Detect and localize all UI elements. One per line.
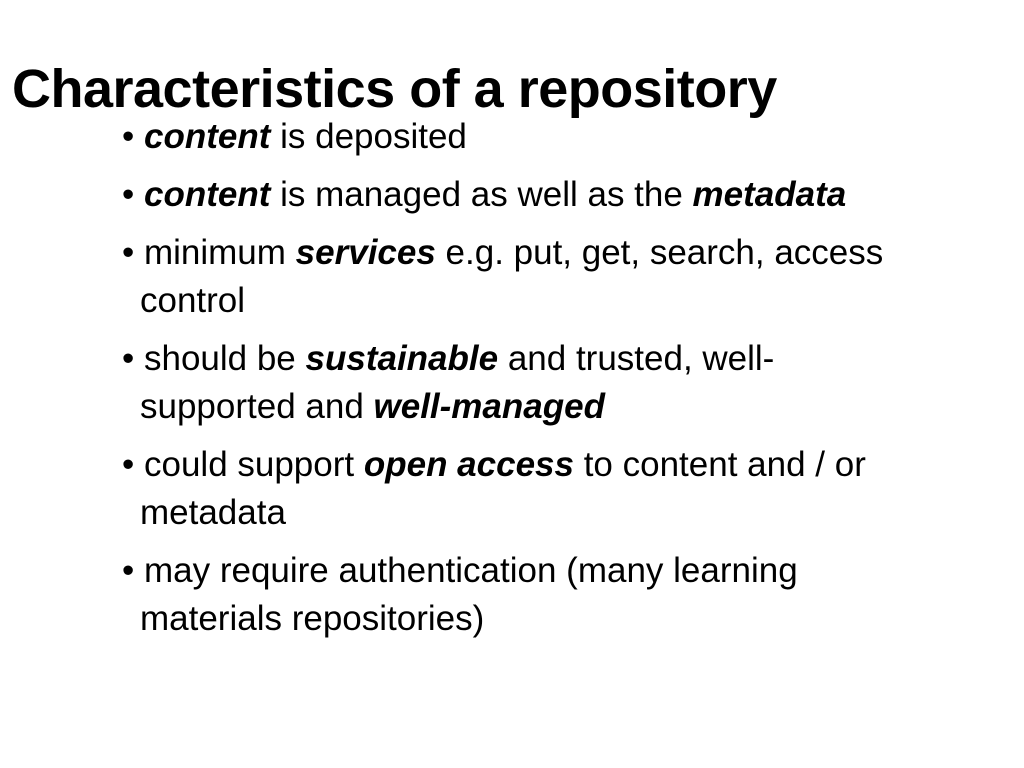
slide-title: Characteristics of a repository [12, 59, 777, 120]
bullet-text: content is managed as well as the metada… [144, 175, 846, 214]
plain-text: is managed as well as the [270, 175, 693, 214]
bullet-marker-icon: • [122, 233, 144, 272]
emphasized-term: well-managed [373, 387, 605, 426]
bullet-text: content is deposited [144, 117, 467, 156]
bullet-text: minimum services e.g. put, get, search, … [140, 233, 883, 320]
plain-text: should be [143, 339, 306, 378]
bullet-item-content-deposited: • content is deposited [122, 113, 912, 161]
plain-text: e.g. put, get, search, access control [140, 233, 884, 320]
emphasized-term: services [295, 233, 436, 272]
bullet-marker-icon: • [122, 175, 144, 214]
bullet-text: may require authentication (many learnin… [140, 551, 798, 638]
bullet-marker-icon: • [122, 117, 144, 156]
plain-text: to content and / or metadata [140, 445, 866, 532]
bullet-marker-icon: • [122, 551, 144, 590]
emphasized-term: sustainable [305, 339, 499, 378]
plain-text: is deposited [270, 117, 467, 156]
bullet-marker-icon: • [122, 445, 144, 484]
bullet-item-minimum-services: • minimum services e.g. put, get, search… [122, 229, 912, 325]
bullet-item-authentication: • may require authentication (many learn… [122, 547, 912, 643]
plain-text: could support [143, 445, 364, 484]
bullet-item-open-access: • could support open access to content a… [122, 441, 912, 537]
bullet-list: • content is deposited• content is manag… [122, 113, 912, 643]
bullet-marker-icon: • [122, 339, 144, 378]
plain-text: minimum [143, 233, 296, 272]
bullet-text: could support open access to content and… [140, 445, 866, 532]
bullet-item-content-managed-metadata: • content is managed as well as the meta… [122, 171, 912, 219]
bullet-text: should be sustainable and trusted, well-… [140, 339, 774, 426]
emphasized-term: open access [363, 445, 574, 484]
plain-text: and trusted, well-supported and [140, 339, 775, 426]
emphasized-term: metadata [692, 175, 847, 214]
plain-text: may require authentication (many learnin… [140, 551, 798, 638]
emphasized-term: content [143, 175, 271, 214]
emphasized-term: content [143, 117, 271, 156]
bullet-item-sustainable-trusted: • should be sustainable and trusted, wel… [122, 335, 912, 431]
